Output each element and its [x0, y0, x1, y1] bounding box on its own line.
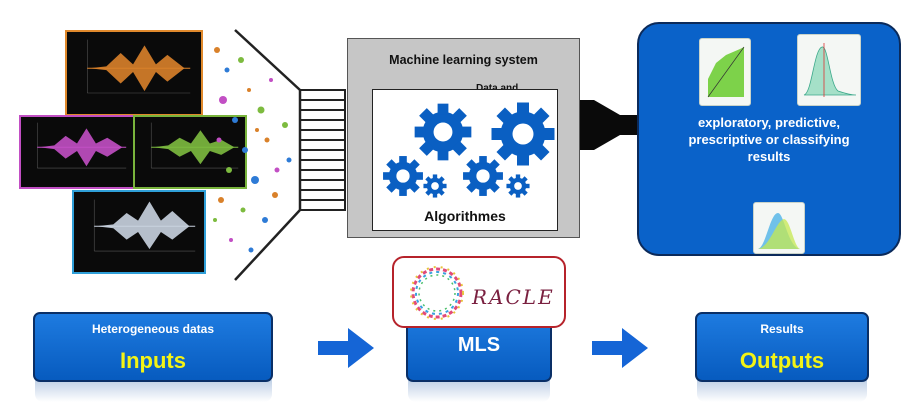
mls-bottom-label: MLS	[457, 334, 501, 356]
outputs-reflection	[697, 380, 867, 402]
gear-icon	[491, 102, 555, 166]
results-panel: exploratory, predictive, prescriptive or…	[637, 22, 901, 256]
data-dots	[213, 47, 292, 253]
gear-icon	[463, 156, 503, 196]
outputs-box: Results Outputs	[695, 312, 869, 382]
signal-chart-icon	[150, 122, 239, 169]
outputs-label: Outputs	[739, 348, 825, 373]
outputs-title: Results	[760, 322, 804, 336]
roc-curve-icon	[699, 38, 751, 106]
gear-icon	[414, 103, 472, 161]
inputs-label: Inputs	[120, 348, 186, 373]
density-plot-icon	[753, 202, 805, 254]
signal-chart-icon	[86, 39, 191, 94]
algorithms-label: Algorithmes	[424, 208, 506, 224]
signal-panel-orange	[65, 30, 203, 116]
density-plot-icon	[797, 34, 861, 106]
racle-logo-text: RACLE	[472, 285, 555, 309]
signal-chart-icon	[36, 122, 127, 169]
gear-icon	[383, 156, 423, 196]
inputs-title: Heterogeneous datas	[91, 322, 215, 336]
output-connector	[580, 100, 638, 150]
signal-panel-grey	[72, 190, 206, 274]
signal-chart-icon	[93, 199, 196, 252]
machine-learning-system-box: Machine learning system Data and	[347, 38, 580, 238]
arrow-right-icon	[592, 328, 648, 368]
algorithms-panel: Algorithmes	[372, 89, 558, 231]
gears-illustration	[383, 102, 555, 198]
racle-logo: RACLE	[392, 256, 566, 328]
mls-overlap-text: Data and	[476, 83, 518, 94]
mls-title: Machine learning system	[389, 53, 538, 67]
signal-panel-magenta	[19, 115, 135, 189]
results-description: exploratory, predictive, prescriptive or…	[688, 115, 850, 164]
gear-icon	[506, 174, 530, 198]
data-funnel	[213, 29, 346, 281]
inputs-box: Heterogeneous datas Inputs	[33, 312, 273, 382]
mls-reflection	[408, 380, 550, 402]
arrow-right-icon	[318, 328, 374, 368]
gear-icon	[423, 174, 447, 198]
racle-logo-ring	[410, 266, 464, 320]
inputs-reflection	[35, 380, 272, 402]
